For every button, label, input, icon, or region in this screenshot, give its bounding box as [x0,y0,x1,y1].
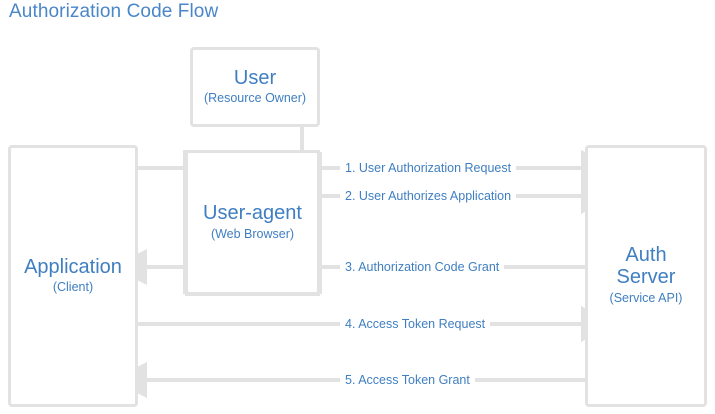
node-user-subtitle: (Resource Owner) [203,91,307,106]
node-user: User (Resource Owner) [190,47,320,127]
node-application-title: Application [24,255,122,278]
page-title: Authorization Code Flow [9,1,219,22]
node-application-subtitle: (Client) [52,280,94,295]
node-user-agent-subtitle: (Web Browser) [210,226,295,241]
flow-label-2: 2. User Authorizes Application [340,189,517,203]
node-auth-server-subtitle: (Service API) [609,290,683,305]
node-user-agent-title: User-agent [203,202,302,225]
flow-label-1: 1. User Authorization Request [340,161,517,175]
flow-label-4: 4. Access Token Request [340,317,491,331]
node-user-agent: User-agent (Web Browser) [185,150,320,295]
node-auth-server-title-line2: Server [616,266,676,289]
node-user-title: User [233,66,277,89]
node-auth-server-title-line1: Auth [625,244,667,267]
flow-label-3: 3. Authorization Code Grant [340,260,505,274]
flow-label-5: 5. Access Token Grant [340,373,475,387]
